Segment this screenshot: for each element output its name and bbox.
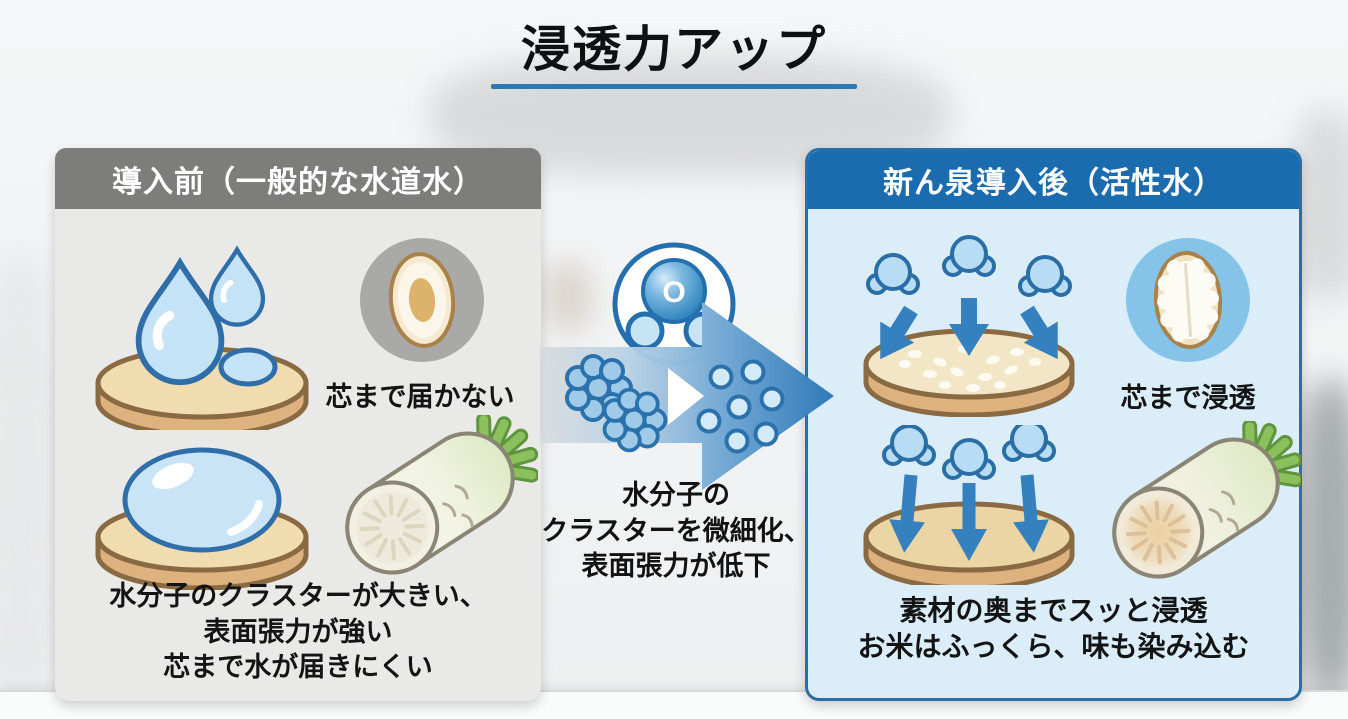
background-blur-shape (1298, 380, 1348, 700)
before-panel-header: 導入前（一般的な水道水） (55, 148, 541, 209)
caption-line: 素材の奥までスッと浸透 (899, 595, 1208, 626)
caption-line: 水分子のクラスターが大きい、 (109, 581, 487, 611)
after-panel: 新ん泉導入後（活性水） (805, 148, 1302, 701)
page-title: 浸透力アップ (520, 23, 827, 77)
after-panel-header: 新ん泉導入後（活性水） (808, 151, 1299, 209)
rice-label-after: 芯まで浸透 (1120, 383, 1256, 413)
caption-line: 表面張力が低下 (581, 551, 771, 582)
before-caption: 水分子のクラスターが大きい、 表面張力が強い 芯まで水が届きにくい (55, 579, 541, 686)
center-caption: 水分子の クラスターを微細化、 表面張力が低下 (526, 478, 826, 585)
caption-line: お米はふっくら、味も染み込む (857, 630, 1250, 662)
cluster-transformation-arrow-icon (540, 302, 834, 490)
water-bead-on-plate-icon (95, 447, 309, 590)
large-cluster-icon (602, 387, 668, 453)
oxygen-symbol: O (662, 276, 685, 309)
water-molecule-mini-icon (882, 425, 1056, 480)
daikon-radish-soaked-icon (1112, 421, 1301, 579)
water-penetrating-deep-icon (863, 425, 1075, 585)
caption-line: 水分子の (622, 480, 730, 510)
title-block: 浸透力アップ (0, 10, 1348, 89)
rice-grain-soaked-icon (1126, 238, 1250, 362)
after-panel-body: 芯まで浸透 (808, 209, 1301, 698)
after-caption: 素材の奥までスッと浸透 お米はふっくら、味も染み込む (808, 593, 1299, 665)
rice-label-before: 芯まで届かない (325, 382, 515, 412)
background-blur-shape (0, 250, 60, 710)
water-penetrating-plate-icon (863, 235, 1075, 417)
caption-line: クラスターを微細化、 (541, 515, 811, 546)
small-cluster-icon (696, 359, 785, 454)
before-panel: 導入前（一般的な水道水） (55, 148, 541, 701)
rice-grain-dry-core-icon (360, 238, 484, 362)
title-underline (491, 84, 857, 89)
caption-line: 芯まで水が届きにくい (163, 652, 433, 683)
before-panel-body: 芯まで届かない (55, 209, 541, 701)
water-molecule-mini-icon (866, 235, 1072, 297)
chevron-right-icon (668, 368, 704, 425)
water-drops-on-plate-icon (95, 245, 309, 430)
caption-line: 表面張力が強い (203, 616, 393, 647)
daikon-radish-dry-icon (345, 415, 538, 575)
